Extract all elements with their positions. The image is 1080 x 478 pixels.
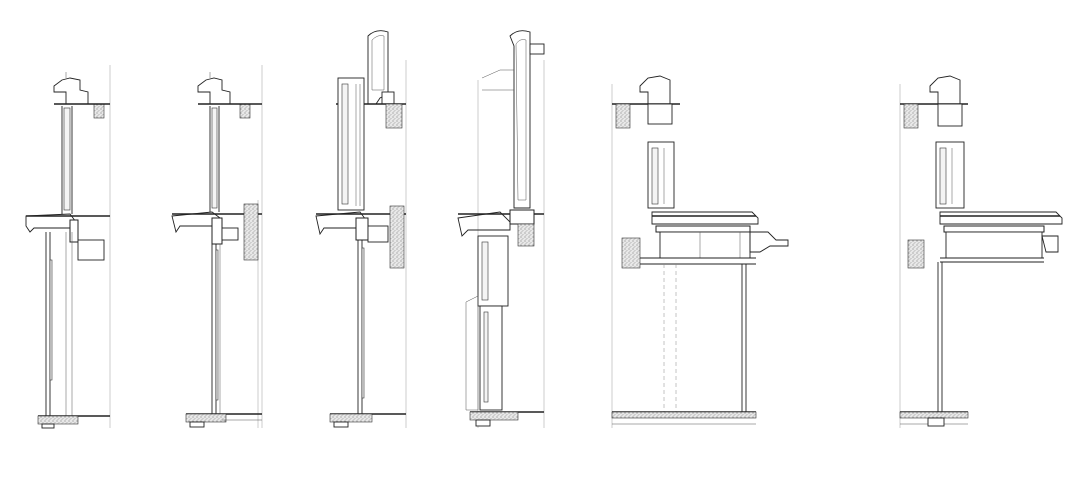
wall-section-2 <box>171 65 263 428</box>
wall-section-5 <box>611 75 789 428</box>
wall-section-3 <box>315 30 407 428</box>
wall-section-1 <box>25 65 111 429</box>
wall-section-4 <box>457 30 545 428</box>
wall-section-6 <box>899 75 1063 428</box>
